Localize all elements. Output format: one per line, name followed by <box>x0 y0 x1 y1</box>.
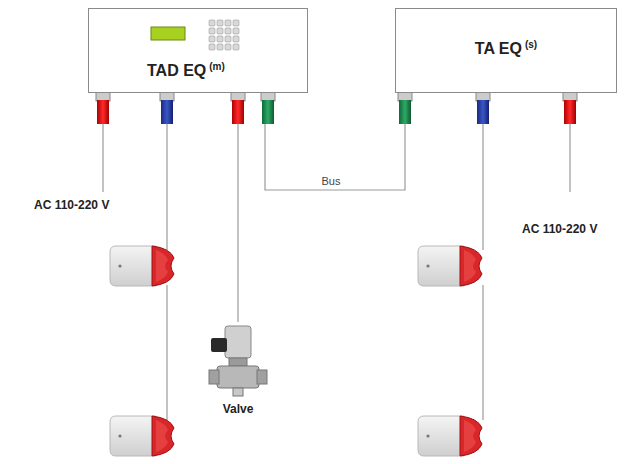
terminal-plugs <box>96 92 577 124</box>
keypad-key <box>225 36 231 42</box>
keypad-key <box>209 44 215 50</box>
equipment-name: TA EQ <box>475 40 522 57</box>
equipment-title: TAD EQ(m) <box>147 61 225 80</box>
keypad-key <box>233 20 239 26</box>
power-label: AC 110-220 V <box>34 198 109 212</box>
equipment-name: TAD EQ <box>147 62 206 79</box>
equipment-title: TA EQ(s) <box>396 39 616 58</box>
keypad-key <box>217 44 223 50</box>
keypad-key <box>217 28 223 34</box>
control-panel <box>149 17 249 57</box>
connector-wire <box>265 93 405 190</box>
keypad-key <box>217 20 223 26</box>
connector-wire <box>237 93 238 322</box>
valve-icon <box>203 322 273 398</box>
keypad-key <box>225 44 231 50</box>
keypad-key <box>209 28 215 34</box>
valve-label: Valve <box>203 402 273 416</box>
keypad-key <box>233 44 239 50</box>
keypad-key <box>233 36 239 42</box>
keypad-key <box>225 28 231 34</box>
keypad-key <box>209 20 215 26</box>
keypad-key <box>209 36 215 42</box>
siren-icons <box>110 246 482 456</box>
keypad-key <box>233 28 239 34</box>
equipment-box: TA EQ(s) <box>395 8 617 93</box>
valve-node: Valve <box>203 322 273 428</box>
connector-label: Bus <box>320 175 343 187</box>
keypad-key <box>225 20 231 26</box>
power-label: AC 110-220 V <box>522 222 597 236</box>
equipment-box: TAD EQ(m) <box>88 8 308 93</box>
role-mark: (s) <box>525 39 537 50</box>
role-mark: (m) <box>209 61 225 72</box>
lcd-display <box>151 27 185 40</box>
keypad-key <box>217 36 223 42</box>
